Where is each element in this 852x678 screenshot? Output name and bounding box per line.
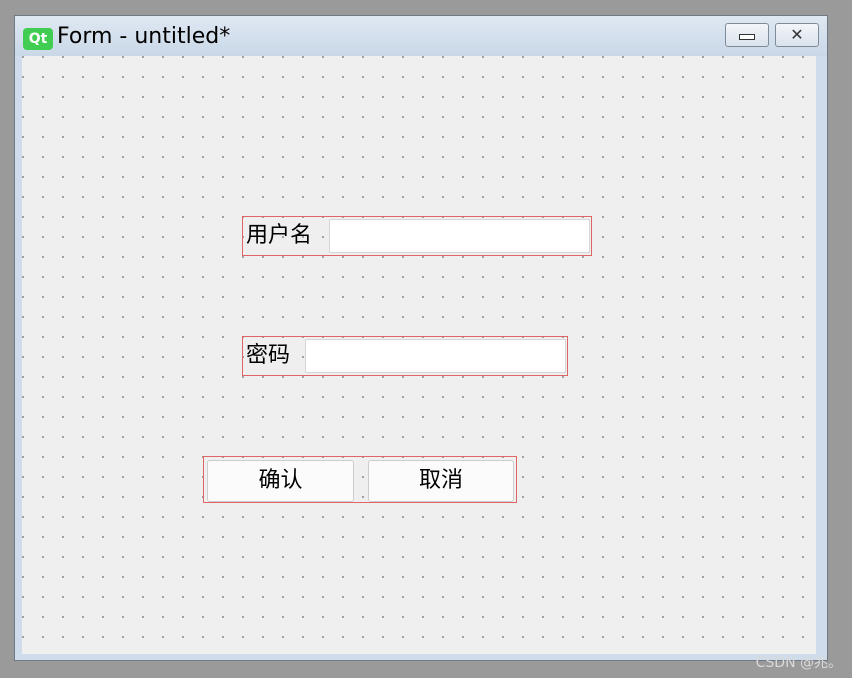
qt-logo-icon: Qt (23, 28, 53, 50)
cancel-button[interactable]: 取消 (368, 460, 514, 502)
minimize-button[interactable] (725, 23, 769, 47)
buttons-layout[interactable]: 确认 取消 (203, 456, 517, 503)
window-title: Form - untitled* (57, 24, 231, 49)
design-canvas[interactable]: 用户名 密码 确认 取消 (22, 56, 816, 654)
close-button[interactable]: ✕ (775, 23, 819, 47)
username-layout[interactable]: 用户名 (242, 216, 592, 256)
form-window: Qt Form - untitled* ✕ 用户名 密码 确认 取消 (14, 15, 828, 661)
close-icon: ✕ (790, 25, 804, 44)
username-label: 用户名 (246, 223, 313, 248)
confirm-button[interactable]: 确认 (207, 460, 354, 502)
password-layout[interactable]: 密码 (242, 336, 568, 376)
minimize-icon (739, 34, 755, 40)
password-label: 密码 (246, 343, 291, 368)
password-input[interactable] (305, 339, 566, 373)
watermark: CSDN @兆。 (755, 655, 842, 671)
title-bar[interactable]: Qt Form - untitled* ✕ (15, 16, 827, 56)
username-input[interactable] (329, 219, 590, 253)
